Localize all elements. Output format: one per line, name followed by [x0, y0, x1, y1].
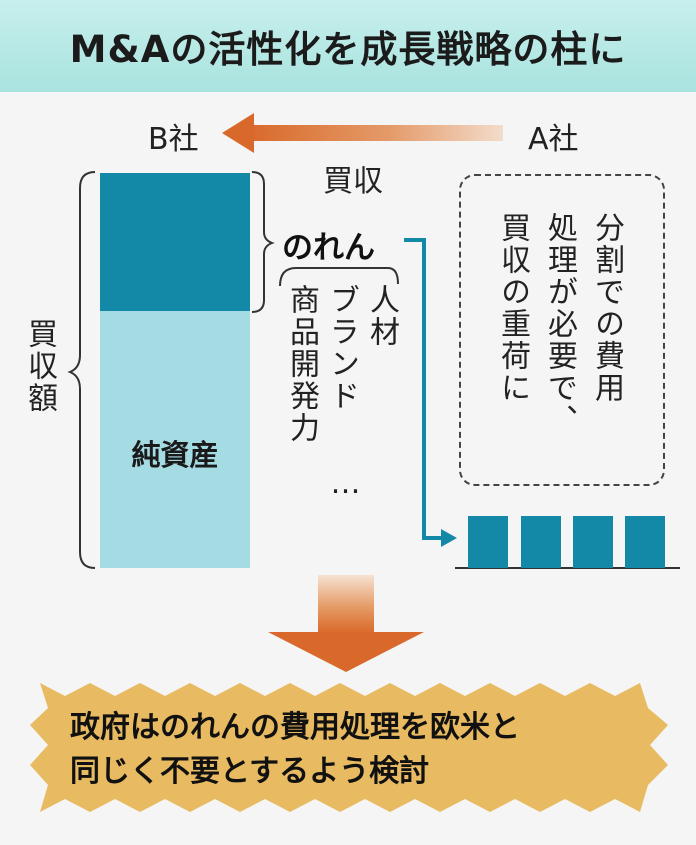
goodwill-bracket-icon	[251, 171, 275, 313]
items-bracket-icon	[279, 267, 399, 287]
amount-bracket-icon	[67, 171, 96, 569]
company-a-label: A社	[528, 122, 579, 157]
net-assets-bar	[100, 311, 250, 568]
acquisition-arrow-icon	[222, 113, 503, 153]
conclusion-burst	[30, 683, 668, 812]
cost-note-box	[459, 174, 665, 486]
goodwill-item: 人材	[364, 284, 399, 348]
goodwill-label: のれん	[282, 230, 375, 266]
company-b-label: B社	[148, 122, 199, 157]
goodwill-item: 商品開発力	[284, 284, 319, 444]
conclusion-line: 同じく不要とするよう検討	[70, 754, 430, 789]
net-assets-label: 純資産	[131, 438, 219, 472]
amortization-block	[573, 516, 613, 568]
flow-arrow-icon	[404, 238, 457, 547]
amortization-block	[468, 516, 508, 568]
note-line: 買収の重荷に	[495, 212, 530, 404]
acquisition-label: 買収	[323, 164, 383, 199]
acquisition-amount-label: 買収額	[22, 318, 57, 414]
goodwill-bar	[100, 173, 250, 311]
title-banner	[0, 0, 696, 92]
amortization-block	[521, 516, 561, 568]
note-line: 分割での費用	[589, 212, 624, 404]
goodwill-item: ブランド	[324, 284, 359, 412]
page-title: M&Aの活性化を成長戦略の柱に	[69, 28, 627, 71]
amortization-block	[625, 516, 665, 568]
result-arrow-icon	[268, 575, 424, 672]
note-line: 処理が必要で、	[542, 212, 577, 436]
goodwill-item-ellipsis: …	[328, 466, 363, 503]
conclusion-line: 政府はのれんの費用処理を欧米と	[70, 710, 520, 745]
